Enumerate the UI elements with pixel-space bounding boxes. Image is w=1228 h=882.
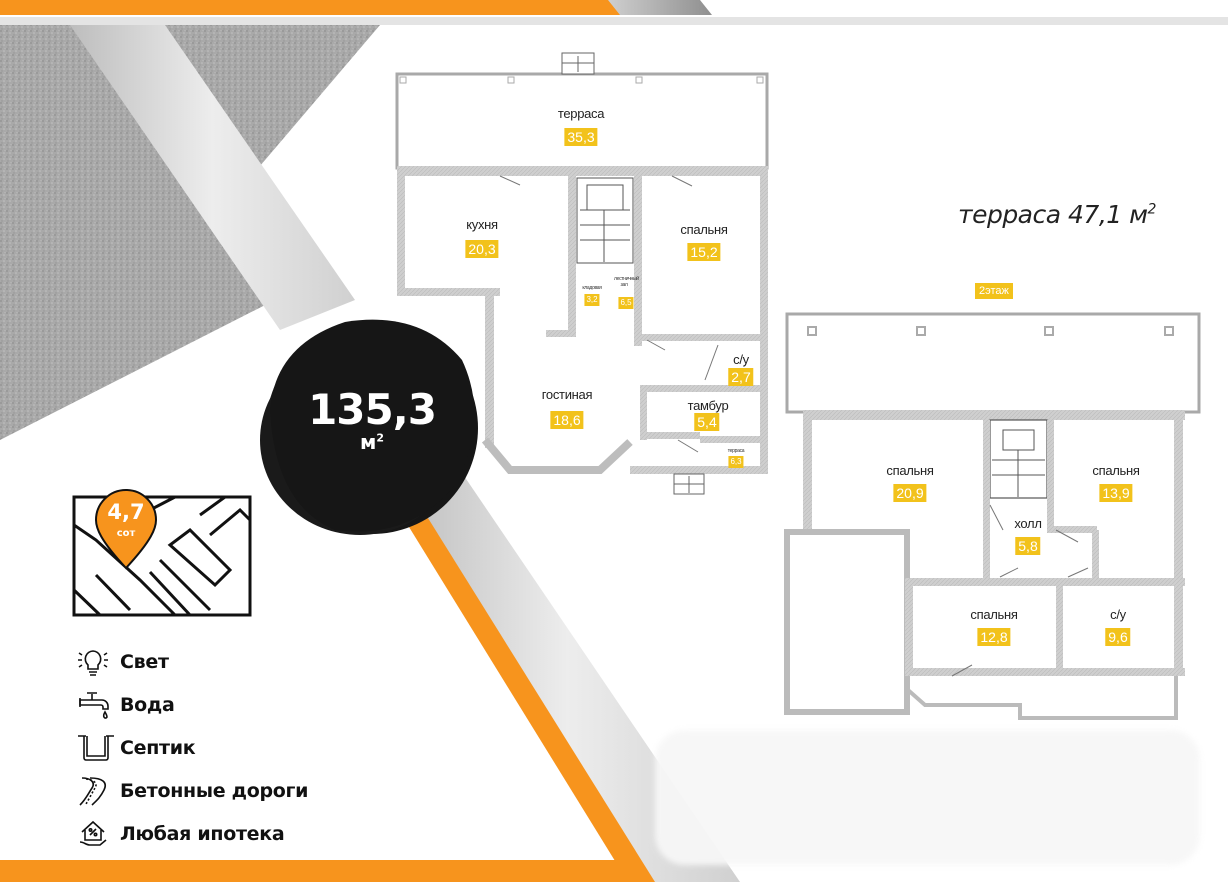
room-name: холл bbox=[1014, 516, 1042, 531]
total-area: 135,3 м2 bbox=[272, 340, 472, 520]
feature-water: Вода bbox=[76, 683, 308, 726]
room-name: спальня bbox=[970, 607, 1018, 622]
room-area: 20,9 bbox=[893, 484, 927, 502]
room-name: с/у bbox=[1110, 607, 1126, 622]
room-name: лестничный зал bbox=[614, 276, 639, 288]
floor2-plan bbox=[784, 312, 1201, 720]
room-name: спальня bbox=[886, 463, 934, 478]
map-pin-icon bbox=[94, 489, 158, 570]
orange-diagonal-band bbox=[380, 470, 655, 882]
room-name: с/у bbox=[733, 352, 749, 367]
room-name: спальня bbox=[1092, 463, 1140, 478]
second-floor-terrace-title: терраса 47,1 м2 bbox=[958, 200, 1156, 229]
total-area-blob bbox=[260, 319, 478, 535]
water-tap-icon bbox=[76, 689, 120, 721]
lightbulb-icon bbox=[76, 646, 120, 678]
room-name: терраса bbox=[557, 106, 605, 121]
septic-tank-icon bbox=[76, 732, 120, 764]
room-area: 15,2 bbox=[687, 243, 721, 261]
feature-list: Свет Вода Септик Бетонные дороги Любая и… bbox=[76, 640, 308, 855]
room-area: 5,4 bbox=[694, 413, 720, 431]
redacted-area bbox=[655, 730, 1200, 865]
house-percent-icon bbox=[76, 818, 120, 850]
room-name: тамбур bbox=[687, 398, 729, 413]
feature-roads: Бетонные дороги bbox=[76, 769, 308, 812]
room-name: спальня bbox=[680, 222, 728, 237]
room-name: кухня bbox=[466, 217, 498, 232]
floor2-tag: 2этаж bbox=[975, 283, 1013, 299]
top-orange-band bbox=[0, 0, 622, 15]
room-area: 3,2 bbox=[584, 294, 600, 306]
room-area: 5,8 bbox=[1015, 537, 1041, 555]
room-name: гостиная bbox=[541, 387, 593, 402]
room-area: 35,3 bbox=[564, 128, 598, 146]
room-area: 6,5 bbox=[618, 297, 634, 309]
room-area: 20,3 bbox=[465, 240, 499, 258]
room-area: 2,7 bbox=[728, 368, 754, 386]
feature-electricity: Свет bbox=[76, 640, 308, 683]
feature-mortgage: Любая ипотека bbox=[76, 812, 308, 855]
feature-septic: Септик bbox=[76, 726, 308, 769]
room-name: кладовая bbox=[582, 285, 602, 291]
plot-size-unit: сот bbox=[116, 528, 136, 539]
total-area-unit: м2 bbox=[359, 430, 384, 454]
room-area: 18,6 bbox=[550, 411, 584, 429]
room-area: 9,6 bbox=[1105, 628, 1131, 646]
room-area: 12,8 bbox=[977, 628, 1011, 646]
total-area-value: 135,3 bbox=[308, 385, 437, 434]
room-area: 13,9 bbox=[1099, 484, 1133, 502]
room-area: 6,3 bbox=[728, 456, 744, 468]
plot-size-value: 4,7 bbox=[107, 500, 145, 524]
diagonal-stripe bbox=[70, 25, 355, 330]
road-icon bbox=[76, 775, 120, 807]
room-name: терраса bbox=[727, 448, 745, 454]
